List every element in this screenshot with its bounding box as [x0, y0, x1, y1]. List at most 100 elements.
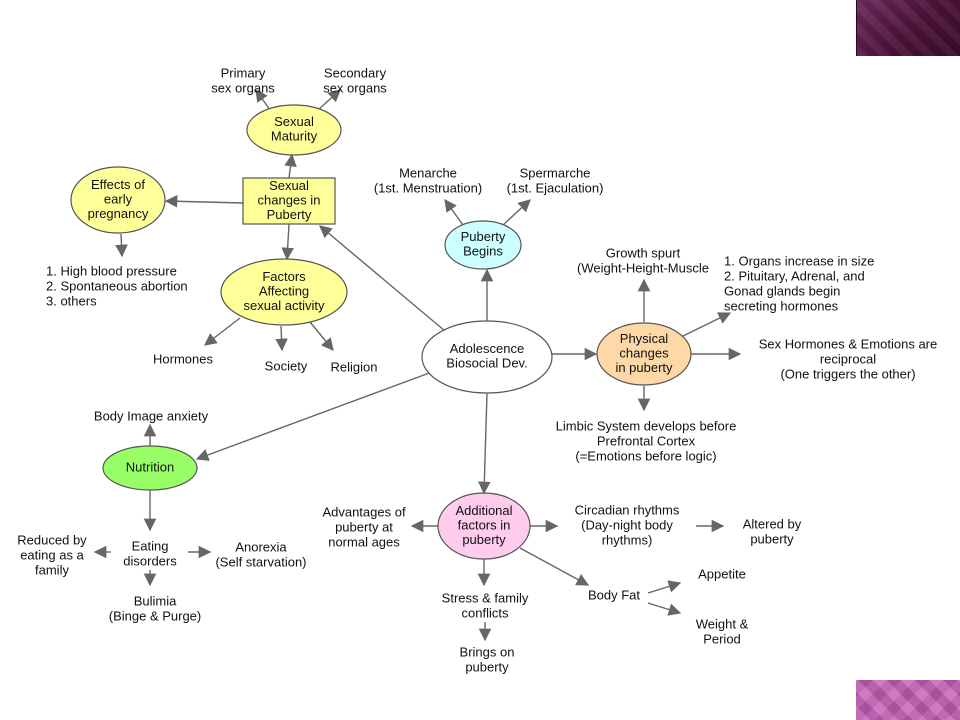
node-center	[421, 320, 553, 394]
label-primary-sex-line-2: sex organs	[211, 80, 275, 95]
label-appetite-line-1: Appetite	[698, 566, 746, 581]
label-altered-line-2: puberty	[750, 531, 794, 546]
arrow-additional-to-body-fat	[519, 547, 590, 586]
label-hormones-line-1: Hormones	[153, 351, 213, 366]
decorative-corner-top	[856, 0, 960, 56]
label-reduced-line-1: Reduced by	[17, 532, 87, 547]
arrow-maturity-to-primary	[255, 88, 271, 111]
label-organs-list-line-2: 2. Pituitary, Adrenal, and	[724, 268, 865, 283]
node-puberty-begins-text-line-1: Puberty	[461, 229, 506, 244]
node-additional-factors	[437, 492, 531, 560]
label-organs-list-line-3: Gonad glands begin	[724, 283, 840, 298]
node-effects-pregnancy-text-line-1: Effects of	[91, 177, 145, 192]
label-body-fat-line-1: Body Fat	[588, 587, 640, 602]
label-growth-spurt-line-1: Growth spurt	[606, 245, 681, 260]
arrow-pregnancy-to-list	[115, 233, 128, 258]
node-sexual-changes-text-line-2: changes in	[258, 192, 321, 207]
node-sexual-maturity-text-line-2: Maturity	[271, 129, 318, 144]
label-menarche-line-2: (1st. Menstruation)	[374, 180, 482, 195]
arrow-sexual-changes-to-maturity	[284, 153, 297, 179]
arrow-factors-to-society	[275, 325, 288, 352]
node-physical-changes-text-line-3: in puberty	[615, 360, 673, 375]
node-physical-changes-text-line-1: Physical	[620, 331, 669, 346]
label-society-line-1: Society	[265, 358, 308, 373]
node-nutrition	[102, 445, 198, 491]
label-menarche-line-1: Menarche	[399, 165, 457, 180]
node-effects-pregnancy	[70, 166, 166, 234]
label-anorexia-line-1: Anorexia	[235, 539, 287, 554]
label-advantages-line-3: normal ages	[328, 534, 400, 549]
label-secondary-sex-line-1: Secondary	[324, 65, 387, 80]
arrow-center-to-additional-factors	[478, 392, 491, 495]
arrow-physical-to-organs	[682, 312, 732, 337]
node-puberty-begins-text-line-2: Begins	[463, 244, 503, 259]
label-pregnancy-list-line-2: 2. Spontaneous abortion	[46, 278, 188, 293]
arrow-maturity-to-secondary	[317, 89, 341, 111]
arrow-factors-to-hormones	[204, 317, 241, 346]
label-body-image-line-1: Body Image anxiety	[94, 408, 209, 423]
label-reduced-line-3: family	[35, 562, 69, 577]
node-additional-factors-text-line-3: puberty	[462, 532, 506, 547]
arrow-body-fat-to-appetite	[647, 580, 682, 594]
arrow-puberty-to-menarche	[444, 198, 464, 226]
node-physical-changes	[596, 322, 692, 386]
node-factors-sexual	[220, 258, 348, 326]
label-pregnancy-list-line-3: 3. others	[46, 293, 97, 308]
node-additional-factors-text-line-1: Additional	[455, 503, 512, 518]
label-brings-on-line-1: Brings on	[460, 644, 515, 659]
node-sexual-changes-text-line-1: Sexual	[269, 178, 309, 193]
label-bulimia-line-2: (Binge & Purge)	[109, 608, 202, 623]
label-sex-hormones-line-1: Sex Hormones & Emotions are	[759, 336, 937, 351]
nodes	[70, 104, 692, 560]
label-sex-hormones-line-2: reciprocal	[820, 351, 876, 366]
node-sexual-maturity	[246, 104, 342, 156]
node-nutrition-text-line-1: Nutrition	[126, 459, 174, 474]
node-factors-sexual-text-line-2: Affecting	[259, 283, 309, 298]
label-organs-list-line-1: 1. Organs increase in size	[724, 253, 874, 268]
arrows	[93, 88, 742, 642]
arrow-sexual-changes-to-factors	[281, 223, 294, 261]
arrow-puberty-to-spermarche	[502, 199, 531, 226]
label-limbic-line-1: Limbic System develops before	[556, 418, 737, 433]
label-stress-line-2: conflicts	[462, 605, 509, 620]
label-weight-period-line-2: Period	[703, 631, 741, 646]
arrow-factors-to-religion	[309, 321, 334, 351]
label-spermarche-line-1: Spermarche	[520, 165, 591, 180]
node-sexual-changes	[242, 177, 336, 225]
label-eating-disorders-line-1: Eating	[132, 538, 169, 553]
node-effects-pregnancy-text-line-3: pregnancy	[88, 206, 149, 221]
label-pregnancy-list-line-1: 1. High blood pressure	[46, 263, 177, 278]
node-additional-factors-text-line-2: factors in	[458, 517, 511, 532]
node-factors-sexual-text-line-1: Factors	[262, 269, 306, 284]
decorative-corner-bottom	[856, 680, 960, 720]
node-center-text-line-2: Biosocial Dev.	[446, 356, 527, 371]
label-eating-disorders-line-2: disorders	[123, 553, 177, 568]
label-circadian-line-2: (Day-night body	[581, 517, 673, 532]
node-sexual-maturity-text-line-1: Sexual	[274, 114, 314, 129]
label-advantages-line-1: Advantages of	[322, 504, 406, 519]
node-physical-changes-text-line-2: changes	[619, 345, 669, 360]
label-sex-hormones-line-3: (One triggers the other)	[780, 366, 915, 381]
label-organs-list-line-4: secreting hormones	[724, 298, 839, 313]
node-factors-sexual-text-line-3: sexual activity	[244, 298, 325, 313]
label-advantages-line-2: puberty at	[335, 519, 393, 534]
label-religion-line-1: Religion	[331, 359, 378, 374]
label-limbic-line-3: (=Emotions before logic)	[575, 448, 716, 463]
label-reduced-line-2: eating as a	[20, 547, 84, 562]
label-anorexia-line-2: (Self starvation)	[215, 554, 306, 569]
label-circadian-line-1: Circadian rhythms	[575, 502, 680, 517]
arrow-center-to-sexual-changes	[319, 225, 446, 332]
label-brings-on-line-2: puberty	[465, 659, 509, 674]
arrow-sexual-changes-to-pregnancy	[164, 194, 244, 208]
arrow-body-fat-to-weight	[647, 602, 682, 616]
label-spermarche-line-2: (1st. Ejaculation)	[507, 180, 604, 195]
label-limbic-line-2: Prefrontal Cortex	[597, 433, 696, 448]
label-primary-sex-line-1: Primary	[221, 65, 266, 80]
node-puberty-begins	[444, 220, 522, 270]
node-sexual-changes-text-line-3: Puberty	[267, 207, 312, 222]
label-weight-period-line-1: Weight &	[696, 616, 749, 631]
label-secondary-sex-line-2: sex organs	[323, 80, 387, 95]
